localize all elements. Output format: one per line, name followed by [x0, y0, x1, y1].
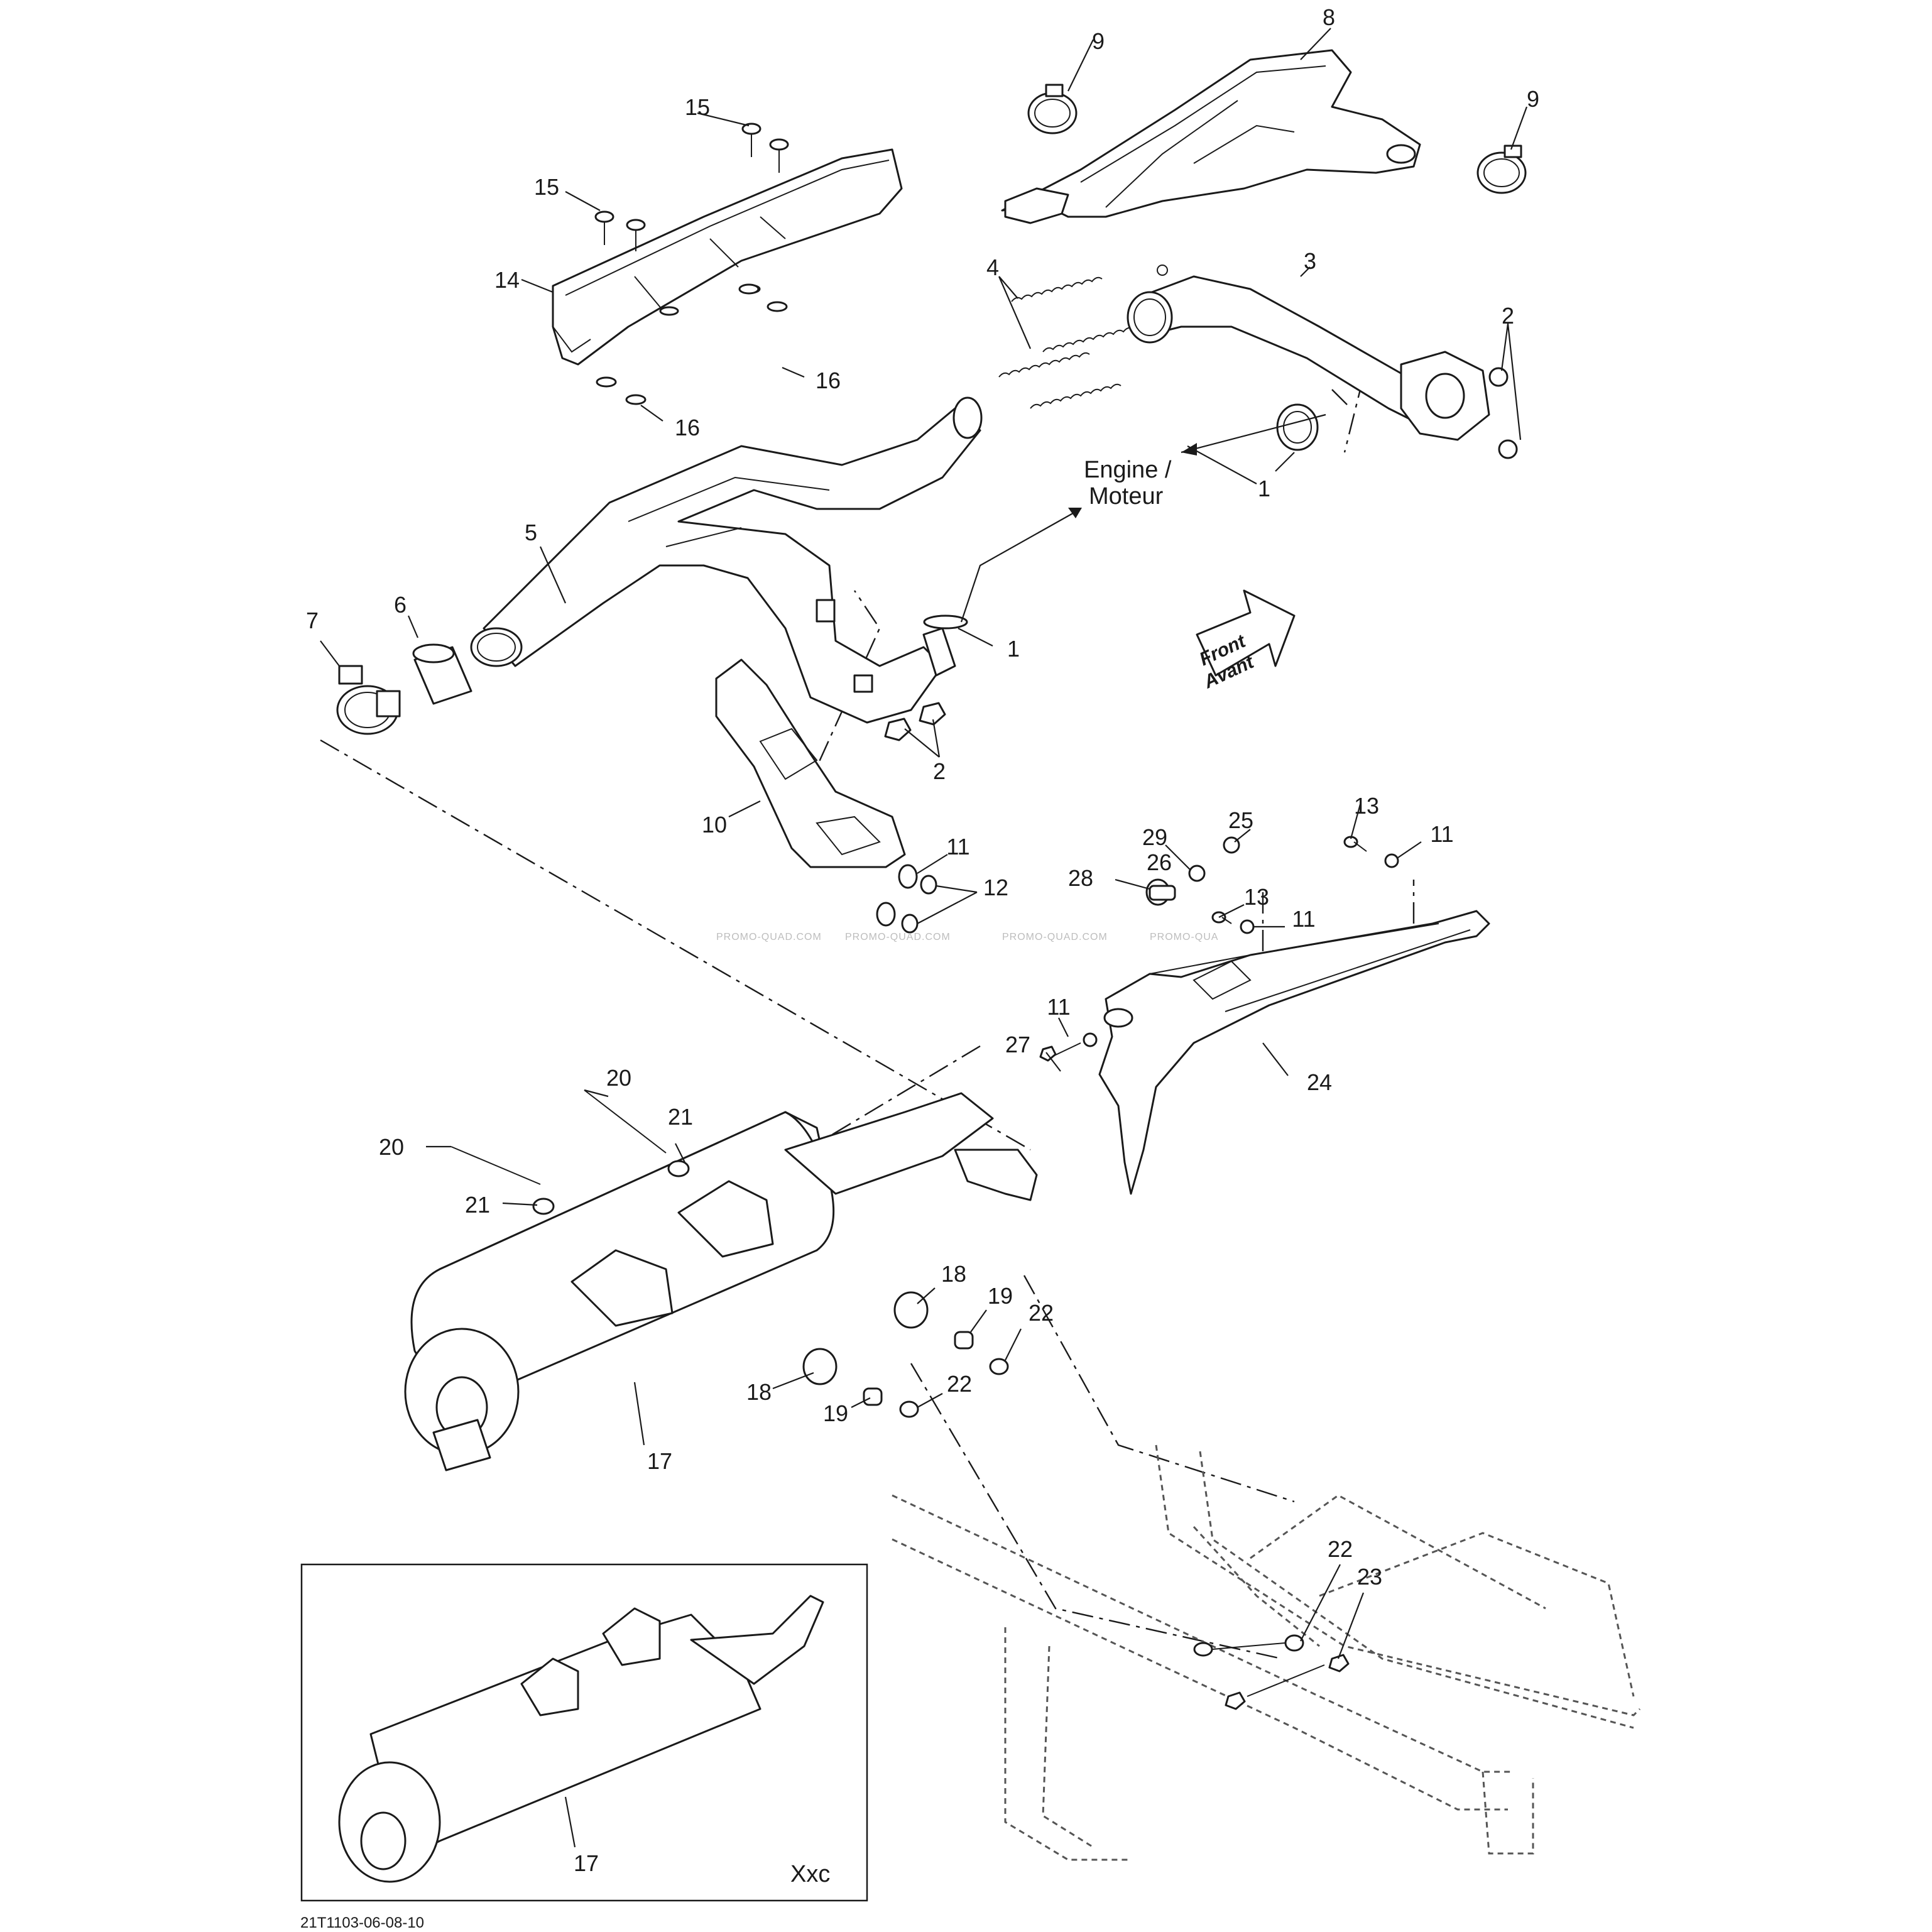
callout-17-inset: 17 [574, 1850, 599, 1876]
callout-13-right: 13 [1354, 793, 1379, 819]
callout-20-left: 20 [379, 1134, 404, 1160]
callout-25: 25 [1228, 807, 1253, 833]
washer-16-group [596, 283, 788, 405]
callout-13-left: 13 [1244, 884, 1269, 910]
engine-arrows [960, 413, 1326, 623]
leader-lines [320, 28, 1528, 1848]
muffler-17 [404, 1092, 1038, 1471]
callout-28: 28 [1068, 865, 1093, 891]
footer-code: 21T1103-06-08-10 [300, 1914, 424, 1931]
callout-12: 12 [983, 875, 1008, 900]
callout-11-d: 11 [1047, 994, 1070, 1020]
callout-5: 5 [525, 520, 537, 545]
callout-22-left: 22 [947, 1371, 972, 1397]
sleeve-6 [412, 643, 472, 705]
watermark-3: PROMO-QUAD.COM [1002, 932, 1108, 942]
gasket-1-top [1276, 403, 1319, 451]
callout-19-left: 19 [823, 1400, 848, 1426]
callout-21-top: 21 [668, 1104, 693, 1130]
heat-shield-24 [1098, 910, 1490, 1195]
spring-4-group [998, 276, 1134, 409]
callout-11-b: 11 [1430, 821, 1453, 847]
callout-numbers: 8 9 9 15 15 14 16 16 4 3 2 1 5 6 7 1 2 1… [306, 4, 1539, 1876]
callout-9-right: 9 [1527, 86, 1539, 112]
callout-11-c: 11 [1292, 906, 1315, 932]
callout-2-middle: 2 [933, 758, 946, 784]
frame-hardware [1193, 1634, 1350, 1710]
callout-15-top: 15 [685, 94, 710, 120]
callout-7: 7 [306, 608, 319, 633]
callout-3: 3 [1304, 248, 1316, 274]
vehicle-frame [892, 1444, 1641, 1861]
clamp-9-group [1027, 84, 1527, 194]
callout-22-right: 22 [1029, 1300, 1054, 1326]
callout-10: 10 [702, 812, 727, 838]
heat-shield-10 [715, 658, 906, 868]
callout-1-middle: 1 [1007, 636, 1020, 662]
inset-label: Xxc [790, 1861, 830, 1887]
callout-27: 27 [1005, 1032, 1030, 1057]
gasket-1-middle [923, 614, 968, 630]
callout-23: 23 [1357, 1564, 1382, 1590]
nut-2-group-middle [884, 702, 946, 741]
callout-20-top: 20 [606, 1065, 631, 1091]
callout-18-left: 18 [746, 1379, 772, 1405]
callout-2-top: 2 [1502, 303, 1514, 329]
engine-label-line2: Moteur [1089, 483, 1164, 510]
callout-14: 14 [494, 267, 520, 293]
y-pipe-5 [470, 396, 983, 724]
callout-22-frame: 22 [1328, 1536, 1353, 1562]
callout-18-right: 18 [941, 1261, 966, 1287]
screw-15-group [594, 123, 789, 251]
washer-11-nut-12-group [876, 864, 937, 934]
callout-21-left: 21 [465, 1192, 490, 1218]
inset-xxc-box [300, 1563, 868, 1902]
callout-4: 4 [986, 254, 999, 280]
shield-24-hardware [1039, 836, 1399, 1062]
callout-8: 8 [1323, 4, 1335, 30]
callout-9-left: 9 [1092, 28, 1105, 54]
callout-15-left: 15 [534, 174, 559, 200]
clamp-7 [336, 665, 401, 735]
callout-1-top: 1 [1258, 476, 1270, 501]
heat-shield-8 [1001, 49, 1421, 224]
callout-16-right: 16 [816, 368, 841, 393]
callout-16-left: 16 [675, 415, 700, 440]
watermark-4: PROMO-QUA [1150, 932, 1218, 942]
assembly-lines [320, 376, 1415, 1660]
heat-shield-14 [552, 148, 903, 366]
callout-19-right: 19 [988, 1283, 1013, 1309]
callout-11-a: 11 [946, 834, 969, 860]
callout-26: 26 [1147, 849, 1172, 875]
callout-24: 24 [1307, 1069, 1332, 1095]
watermark-1: PROMO-QUAD.COM [716, 932, 822, 942]
watermark-2: PROMO-QUAD.COM [845, 932, 951, 942]
nut-2-group-top [1488, 367, 1518, 459]
callout-17: 17 [647, 1448, 672, 1474]
callout-6: 6 [394, 592, 407, 618]
header-pipe-3 [1127, 265, 1490, 441]
callout-29: 29 [1142, 824, 1167, 850]
engine-label-line1: Engine / [1084, 457, 1172, 483]
front-direction-arrow [1196, 589, 1296, 677]
